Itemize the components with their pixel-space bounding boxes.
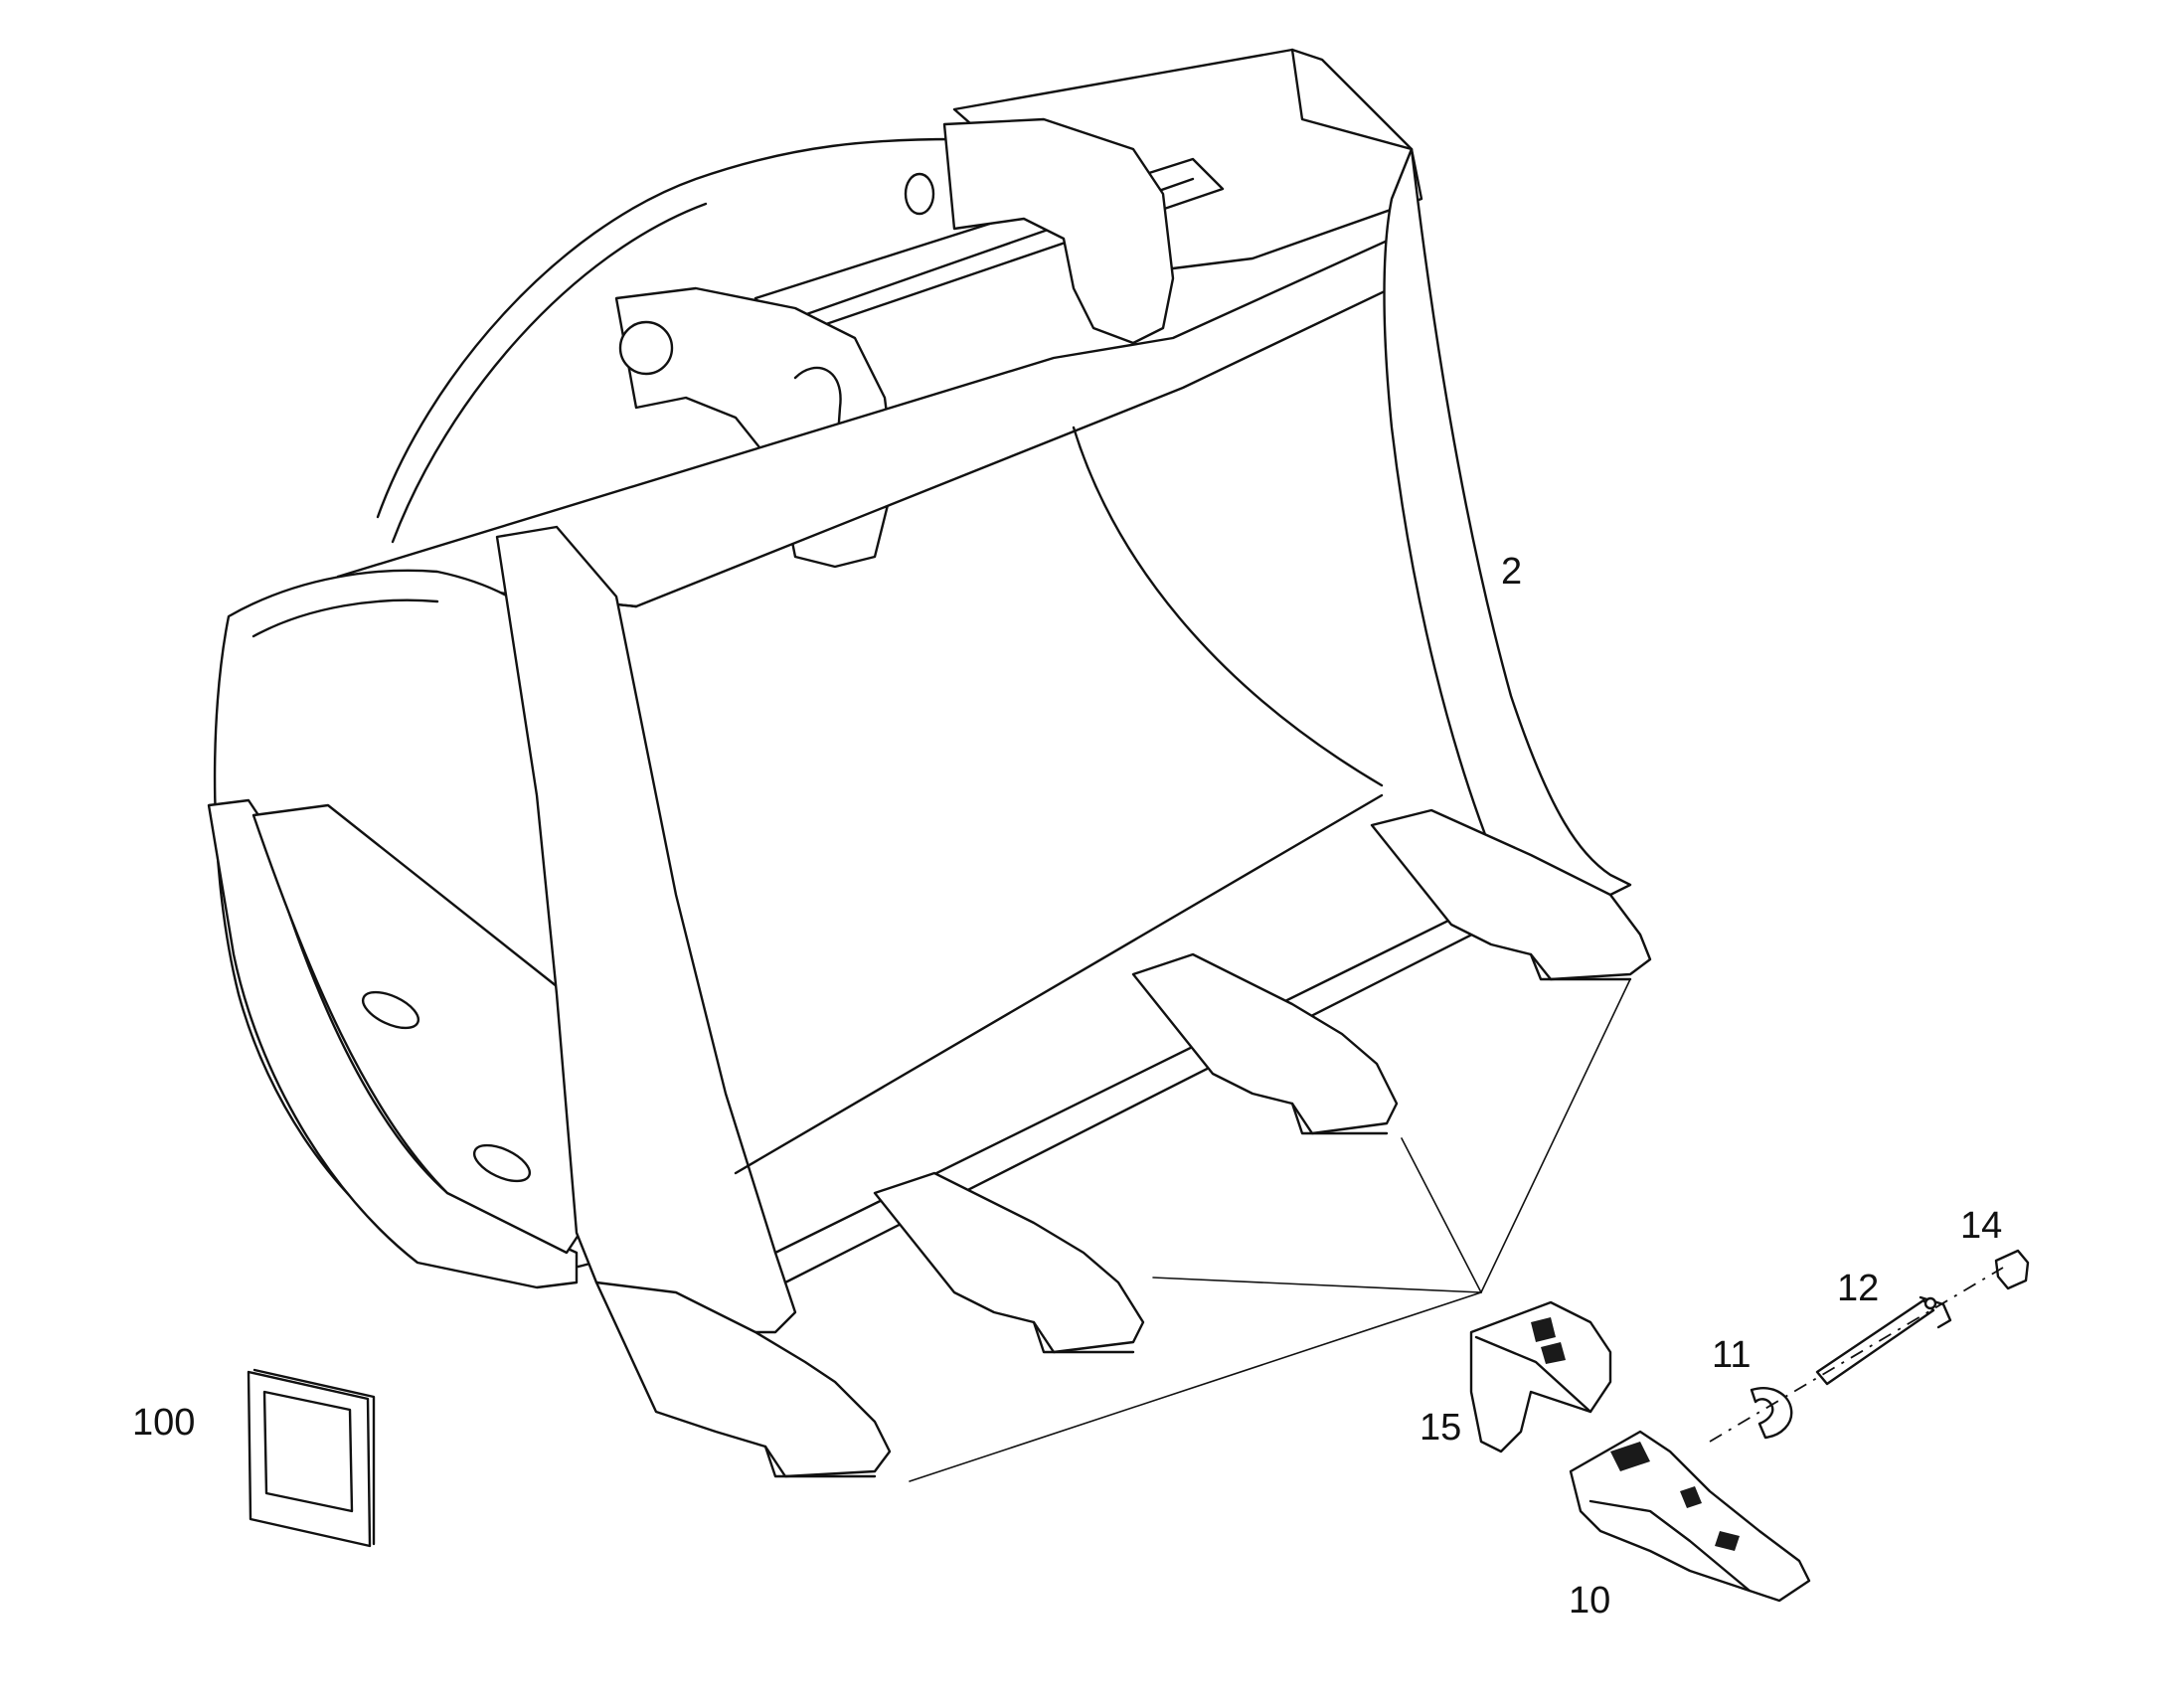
callout-label-10: 10 (1569, 1580, 1610, 1622)
identification-plate (247, 1368, 376, 1548)
callout-label-100: 100 (132, 1402, 195, 1444)
callout-label-15: 15 (1420, 1407, 1461, 1449)
pin-illustration (1815, 1295, 1952, 1386)
tooth-illustration (1569, 1430, 1811, 1603)
bucket-illustration (207, 48, 1652, 1478)
callout-label-12: 12 (1837, 1268, 1879, 1309)
leader-lines (909, 978, 1631, 1482)
callout-label-11: 11 (1712, 1334, 1751, 1376)
washer-illustration (1994, 1249, 2030, 1290)
callout-labels: 2 10 11 12 14 15 100 (132, 551, 2002, 1622)
callout-label-2: 2 (1501, 551, 1522, 593)
tooth-cap-illustration (1469, 1300, 1612, 1453)
callout-label-14: 14 (1960, 1205, 2002, 1247)
assembly-axis-line (1709, 1267, 2004, 1443)
retainer-illustration (1750, 1387, 1793, 1440)
